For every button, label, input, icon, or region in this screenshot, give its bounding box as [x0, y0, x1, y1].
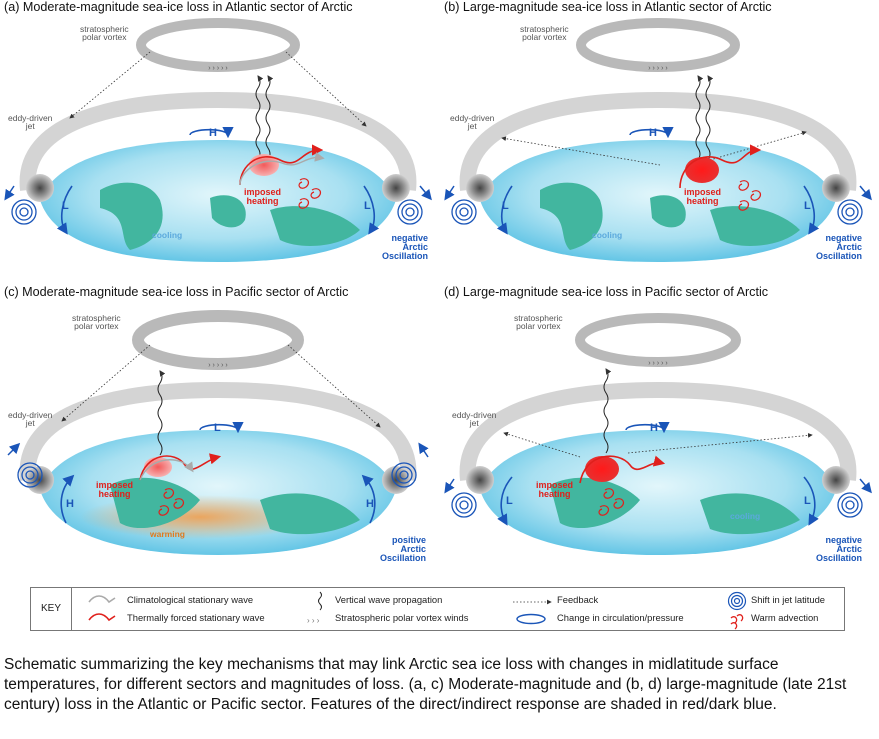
- jet-shift-icon: [11, 199, 37, 225]
- panel-a: (a) Moderate-magnitude sea-ice loss in A…: [0, 0, 436, 285]
- center-pressure-letter: H: [650, 422, 658, 434]
- land-mass: [100, 182, 163, 250]
- vertical-wave: [265, 75, 274, 161]
- heating-label: imposed heating: [96, 480, 134, 499]
- circulation-change: [56, 185, 73, 235]
- key-label: KEY: [31, 588, 72, 630]
- figure-caption: Schematic summarizing the key mechanisms…: [4, 656, 847, 713]
- vortex-label: stratospheric polar vortex: [520, 24, 569, 42]
- center-pressure-letter: H: [209, 127, 217, 139]
- center-pressure-letter: L: [214, 422, 221, 434]
- side-pressure-letter: H: [66, 498, 74, 510]
- heating-label: imposed heating: [684, 187, 722, 206]
- panel-b: (b) Large-magnitude sea-ice loss in Atla…: [440, 0, 876, 285]
- key-item-jet-shift: Shift in jet latitude: [751, 594, 826, 605]
- storm-core: [382, 174, 410, 202]
- panel-title: (d) Large-magnitude sea-ice loss in Paci…: [444, 285, 769, 299]
- side-pressure-letter-right: L: [804, 495, 811, 507]
- svg-text:› › › › ›: › › › › ›: [648, 65, 668, 72]
- vortex-label: stratospheric polar vortex: [72, 313, 121, 331]
- legend-key: KEY › › › Climatological stationary wave…: [30, 587, 845, 631]
- storm-core: [26, 174, 54, 202]
- panel-title: (a) Moderate-magnitude sea-ice loss in A…: [4, 0, 353, 14]
- forced-wave: [239, 144, 324, 186]
- key-item-vortex-winds: Stratospheric polar vortex winds: [335, 612, 469, 623]
- side-pressure-letter: L: [62, 200, 69, 212]
- svg-text:› › › › ›: › › › › ›: [648, 360, 668, 367]
- jet-shift-icon: [727, 591, 747, 611]
- vortex-label: stratospheric polar vortex: [80, 24, 129, 42]
- side-pressure-letter: L: [506, 495, 513, 507]
- temperature-label: cooling: [152, 230, 183, 240]
- circulation-change: [189, 126, 234, 139]
- heating-blob: [685, 157, 719, 183]
- heating-label: imposed heating: [244, 187, 282, 206]
- svg-text:› › ›: › › ›: [307, 616, 320, 625]
- jet-label: eddy-driven jet: [452, 410, 497, 428]
- climatological-wave: [239, 152, 325, 186]
- climatological-wave-icon: [88, 595, 116, 604]
- panel-a-graphic: › › › › ›: [4, 18, 432, 262]
- forced-wave-icon: [88, 613, 116, 622]
- oscillation-label: negative Arctic Oscillation: [382, 233, 429, 261]
- key-item-vertical-wave: Vertical wave propagation: [335, 594, 443, 605]
- heating-label: imposed heating: [536, 480, 574, 499]
- temperature-label: warming: [150, 529, 185, 539]
- temperature-label: cooling: [592, 230, 623, 240]
- feedback-arrow: [285, 51, 367, 127]
- svg-text:› › › › ›: › › › › ›: [208, 65, 228, 72]
- oscillation-label: negative Arctic Oscillation: [816, 233, 863, 261]
- vertical-wave-icon: [318, 591, 322, 611]
- jet-label: eddy-driven jet: [8, 113, 53, 131]
- land-mass: [210, 195, 246, 228]
- land-mass: [270, 206, 360, 246]
- polar-vortex-ring: [136, 18, 300, 72]
- eddy-driven-jet-band: [19, 91, 417, 191]
- panel-d: (d) Large-magnitude sea-ice loss in Paci…: [440, 285, 876, 570]
- circulation-change: [363, 185, 380, 235]
- warm-advection-icon: [730, 614, 744, 630]
- center-pressure-letter: H: [649, 127, 657, 139]
- side-pressure-letter-right: L: [804, 200, 811, 212]
- side-pressure-letter: L: [502, 200, 509, 212]
- polar-vortex-ring: [575, 313, 741, 367]
- oscillation-label: positive Arctic Oscillation: [380, 535, 427, 563]
- key-item-feedback: Feedback: [557, 594, 599, 605]
- jet-label: eddy-driven jet: [450, 113, 495, 131]
- panel-title: (c) Moderate-magnitude sea-ice loss in P…: [4, 285, 349, 299]
- side-pressure-letter-right: H: [366, 498, 374, 510]
- key-item-climatological-wave: Climatological stationary wave: [127, 594, 254, 605]
- panel-c-graphic: › › › › ›: [7, 310, 429, 555]
- oscillation-label: negative Arctic Oscillation: [816, 535, 863, 563]
- jet-shift-icon: [397, 199, 423, 225]
- panel-title: (b) Large-magnitude sea-ice loss in Atla…: [444, 0, 772, 14]
- key-symbols: › › ›: [88, 591, 747, 630]
- heating-blob: [585, 456, 619, 482]
- panel-b-graphic: › › › › ›: [444, 18, 872, 262]
- svg-text:› › › › ›: › › › › ›: [208, 362, 228, 369]
- circulation-icon: [516, 613, 546, 625]
- temperature-label: cooling: [730, 511, 761, 521]
- panel-c: (c) Moderate-magnitude sea-ice loss in P…: [0, 285, 436, 570]
- vortex-label: stratospheric polar vortex: [514, 313, 563, 331]
- key-item-forced-wave: Thermally forced stationary wave: [127, 612, 265, 623]
- jet-label: eddy-driven jet: [8, 410, 53, 428]
- side-pressure-letter-right: L: [364, 200, 371, 212]
- polar-vortex-ring: [132, 310, 304, 370]
- key-item-warm-advection: Warm advection: [751, 612, 819, 623]
- vertical-wave: [255, 75, 264, 161]
- warm-advection: [298, 178, 322, 209]
- polar-vortex-ring: [576, 18, 740, 72]
- key-item-circulation: Change in circulation/pressure: [557, 612, 684, 623]
- panel-d-graphic: › › › › ›: [444, 313, 872, 555]
